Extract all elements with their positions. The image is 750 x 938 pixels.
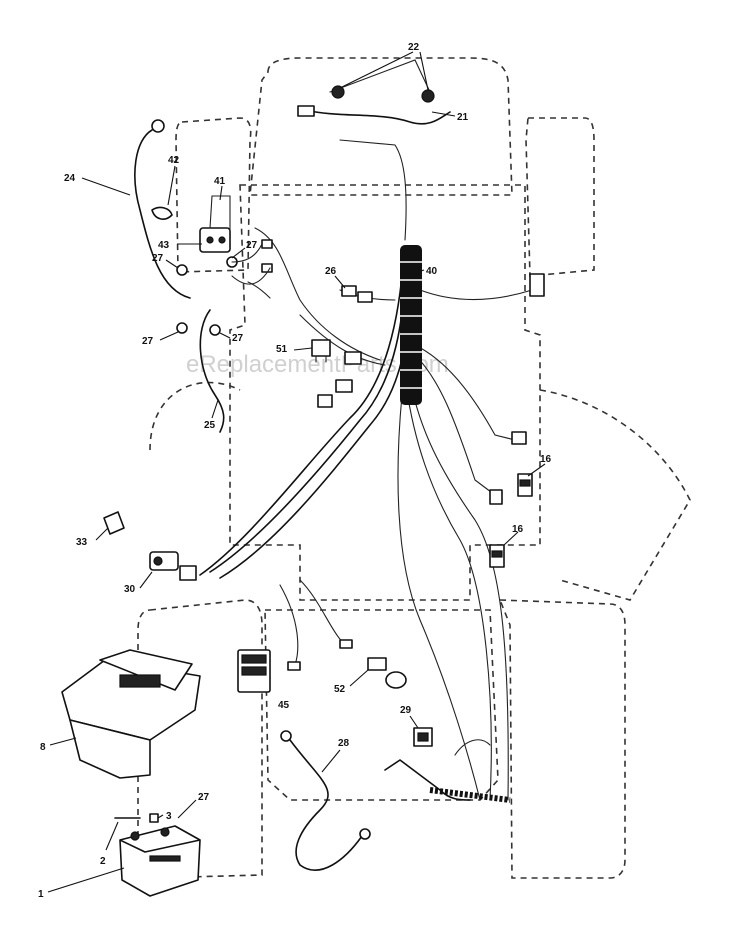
- switch-16-upper: [517, 473, 533, 497]
- callout-2: 2: [100, 856, 106, 867]
- battery-box-8: [61, 649, 201, 779]
- connector-front-right: [529, 273, 545, 297]
- connector-c: [317, 394, 333, 408]
- callout-27: 27: [152, 253, 164, 264]
- callout-16: 16: [512, 524, 524, 535]
- connector-rear-2: [287, 661, 301, 671]
- battery-cable-24: [134, 119, 191, 299]
- leader-lines: [47, 51, 546, 893]
- headlight-bulb-right: [421, 89, 435, 103]
- battery-nut-3: [149, 813, 159, 823]
- headlight-connector: [297, 105, 315, 117]
- callout-40: 40: [426, 266, 438, 277]
- rear-right-tire-outline: [498, 599, 626, 879]
- nut-27-c: [176, 322, 188, 334]
- connector-b: [335, 379, 353, 393]
- part-52: [367, 657, 407, 689]
- front-left-tire-outline: [175, 117, 252, 273]
- callout-21: 21: [457, 112, 469, 123]
- frame-outline: [229, 184, 541, 601]
- callout-3: 3: [166, 811, 172, 822]
- part-33: [103, 511, 125, 535]
- callout-33: 33: [76, 537, 88, 548]
- connector-a: [344, 351, 362, 365]
- headlight-harness: [297, 59, 451, 125]
- callout-30: 30: [124, 584, 136, 595]
- front-right-tire-outline: [525, 117, 595, 277]
- callout-27: 27: [198, 792, 210, 803]
- callout-22: 22: [408, 42, 420, 53]
- callout-24: 24: [64, 173, 76, 184]
- hood-outline: [249, 57, 513, 196]
- callout-52: 52: [334, 684, 346, 695]
- seat-deck-outline: [149, 381, 691, 601]
- coil-cord: [384, 739, 511, 803]
- callout-labels: 22 21 24 42 41 43 27 27 26 40 27 27 51 2…: [38, 42, 552, 900]
- callout-27: 27: [246, 240, 258, 251]
- main-harness: [199, 139, 533, 801]
- connector-right-upper: [511, 431, 527, 445]
- rear-deck-outline: [264, 609, 499, 801]
- solenoid-43: [151, 195, 273, 433]
- connector-rear-1: [339, 639, 353, 649]
- callout-8: 8: [40, 742, 46, 753]
- callout-16: 16: [540, 454, 552, 465]
- callout-27: 27: [142, 336, 154, 347]
- headlight-bulb-left: [331, 85, 345, 99]
- callout-45: 45: [278, 700, 290, 711]
- nut-27-d: [209, 324, 221, 336]
- ground-wire-28: [280, 730, 371, 871]
- callout-25: 25: [204, 420, 216, 431]
- callout-29: 29: [400, 705, 412, 716]
- battery-1: [119, 825, 201, 897]
- callout-41: 41: [214, 176, 226, 187]
- callout-26: 26: [325, 266, 337, 277]
- callout-27: 27: [232, 333, 244, 344]
- nut-27-a: [176, 264, 188, 276]
- part-42: [151, 206, 173, 220]
- callout-1: 1: [38, 889, 44, 900]
- switch-29: [413, 727, 433, 747]
- harness-connectors: [287, 273, 545, 671]
- connector-26b: [357, 291, 373, 303]
- connector-26a: [341, 285, 357, 297]
- callout-42: 42: [168, 155, 180, 166]
- switch-16-lower: [489, 544, 505, 568]
- connector-right-lower: [489, 489, 503, 505]
- module-45: [237, 649, 271, 693]
- callout-43: 43: [158, 240, 170, 251]
- callout-51: 51: [276, 344, 288, 355]
- ignition-switch-30: [149, 551, 197, 581]
- wire-loom-40: [400, 245, 422, 405]
- callout-28: 28: [338, 738, 350, 749]
